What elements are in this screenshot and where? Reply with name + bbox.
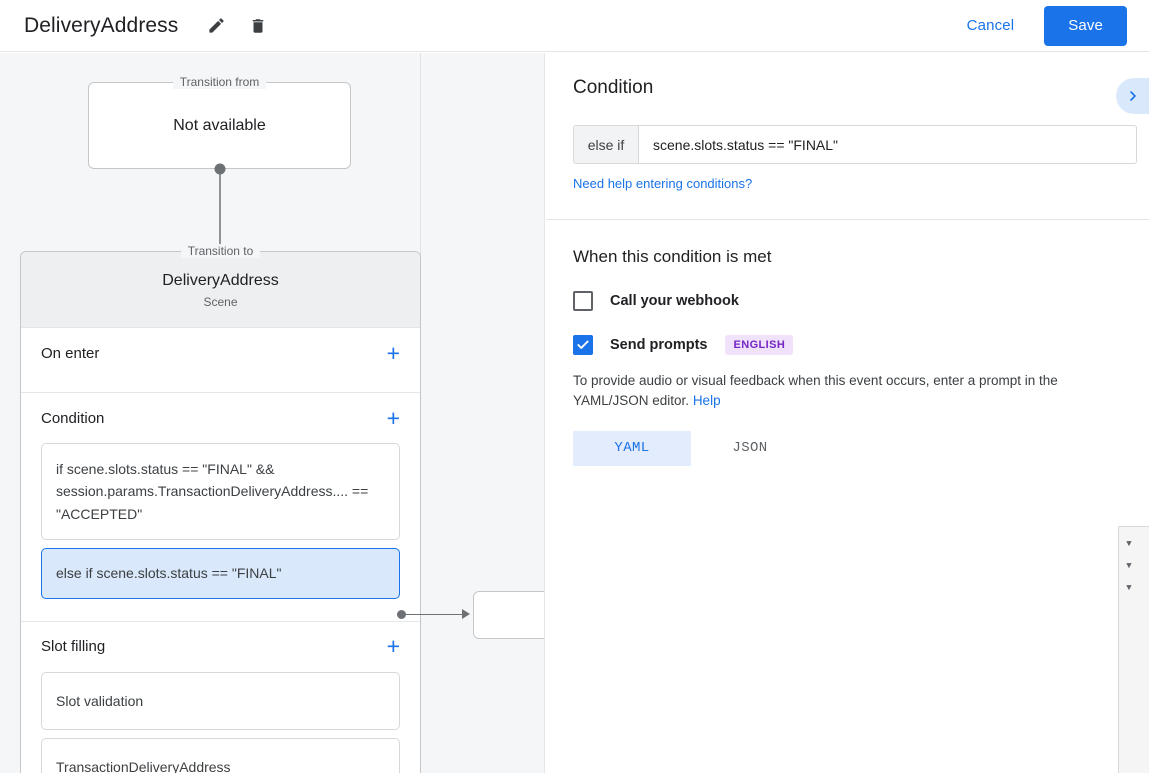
section-condition-header: Condition + [41, 393, 400, 443]
condition-prefix-label: else if [574, 126, 639, 163]
send-prompts-checkbox[interactable] [573, 335, 593, 355]
transition-to-subtitle: Scene [203, 295, 238, 309]
app-header: DeliveryAddress Cancel Save [0, 0, 1149, 52]
call-webhook-checkbox[interactable] [573, 291, 593, 311]
section-slot-filling-title: Slot filling [41, 638, 106, 656]
section-condition: Condition + if scene.slots.status == "FI… [21, 392, 420, 621]
condition-expression-input[interactable] [639, 126, 1136, 163]
section-on-enter: On enter + [21, 327, 420, 392]
editor-line-number: 1 [1139, 537, 1149, 551]
send-prompts-description-text: To provide audio or visual feedback when… [573, 373, 1058, 409]
trash-icon[interactable] [246, 14, 270, 38]
editor-gutter-row: 5 [1119, 621, 1149, 643]
editor-gutter-row: ▼2 [1119, 555, 1149, 577]
details-pane: Condition else if Need help entering con… [546, 53, 1149, 773]
call-webhook-row[interactable]: Call your webhook [573, 291, 1123, 311]
branch-connector-dot [397, 610, 406, 619]
branch-connector-arrowhead [462, 609, 470, 619]
page-title: DeliveryAddress [24, 13, 179, 37]
tab-json[interactable]: JSON [732, 440, 768, 456]
pencil-icon[interactable] [204, 14, 228, 38]
section-slot-filling-header: Slot filling + [41, 622, 400, 672]
send-prompts-label: Send prompts [610, 337, 708, 353]
save-button[interactable]: Save [1044, 5, 1127, 46]
transition-to-node: Transition to DeliveryAddress Scene On e… [20, 244, 421, 773]
transition-to-legend: Transition to [180, 244, 261, 258]
section-slot-filling: Slot filling + Slot validation Transacti… [21, 620, 420, 773]
add-slot-filling-button[interactable]: + [386, 633, 400, 660]
tab-yaml[interactable]: YAML [573, 430, 691, 466]
transition-from-legend: Transition from [172, 75, 267, 89]
add-on-enter-button[interactable]: + [386, 339, 400, 366]
call-webhook-label: Call your webhook [610, 293, 739, 309]
header-actions: Cancel Save [953, 5, 1127, 46]
yaml-code-editor[interactable]: ▼1▼2▼345 candidates: - first_simple: var… [1118, 526, 1149, 773]
language-badge: ENGLISH [725, 335, 794, 355]
editor-gutter-row: 4 [1119, 599, 1149, 621]
flow-diagram-pane: Transition from Not available Transition… [0, 53, 545, 773]
editor-gutter-row: ▼1 [1119, 533, 1149, 555]
chevron-right-icon[interactable] [1116, 78, 1149, 114]
transition-from-value: Not available [173, 116, 266, 134]
condition-input-row: else if [573, 125, 1137, 164]
branch-connector-line [405, 614, 467, 615]
add-condition-button[interactable]: + [386, 404, 400, 431]
section-on-enter-title: On enter [41, 344, 100, 362]
editor-line-number: 3 [1139, 581, 1149, 595]
editor-gutter-row: ▼3 [1119, 577, 1149, 599]
fold-triangle-icon[interactable]: ▼ [1126, 583, 1132, 593]
transition-to-name: DeliveryAddress [162, 272, 279, 289]
section-condition-title: Condition [41, 409, 105, 427]
editor-gutter: ▼1▼2▼345 [1119, 527, 1149, 773]
transition-to-header[interactable]: Transition to DeliveryAddress Scene [21, 244, 420, 327]
editor-line-number: 5 [1139, 625, 1149, 639]
condition-help-link[interactable]: Need help entering conditions? [573, 176, 753, 191]
when-condition-met-section: When this condition is met Call your web… [546, 221, 1149, 466]
fold-triangle-icon[interactable]: ▼ [1126, 539, 1132, 549]
transition-from-node[interactable]: Transition from Not available [88, 75, 351, 169]
slot-filling-list-item[interactable]: TransactionDeliveryAddress [41, 737, 400, 773]
fold-triangle-icon[interactable]: ▼ [1126, 561, 1132, 571]
editor-format-tabs: YAML JSON [573, 430, 1123, 466]
condition-list-item[interactable]: if scene.slots.status == "FINAL" && sess… [41, 443, 400, 541]
editor-line-number: 2 [1139, 559, 1149, 573]
cancel-button[interactable]: Cancel [953, 9, 1029, 42]
prompt-help-link[interactable]: Help [692, 393, 721, 409]
condition-list-item-selected[interactable]: else if scene.slots.status == "FINAL" [41, 548, 400, 599]
editor-line-number: 4 [1139, 603, 1149, 617]
slot-filling-list-item[interactable]: Slot validation [41, 671, 400, 730]
section-on-enter-header: On enter + [41, 328, 400, 378]
send-prompts-description: To provide audio or visual feedback when… [573, 371, 1129, 412]
condition-editor-section: Condition else if Need help entering con… [546, 53, 1149, 220]
send-prompts-row[interactable]: Send prompts ENGLISH [573, 335, 1123, 355]
when-condition-met-heading: When this condition is met [573, 247, 772, 266]
condition-heading: Condition [573, 77, 654, 98]
next-node-placeholder[interactable] [473, 591, 544, 639]
